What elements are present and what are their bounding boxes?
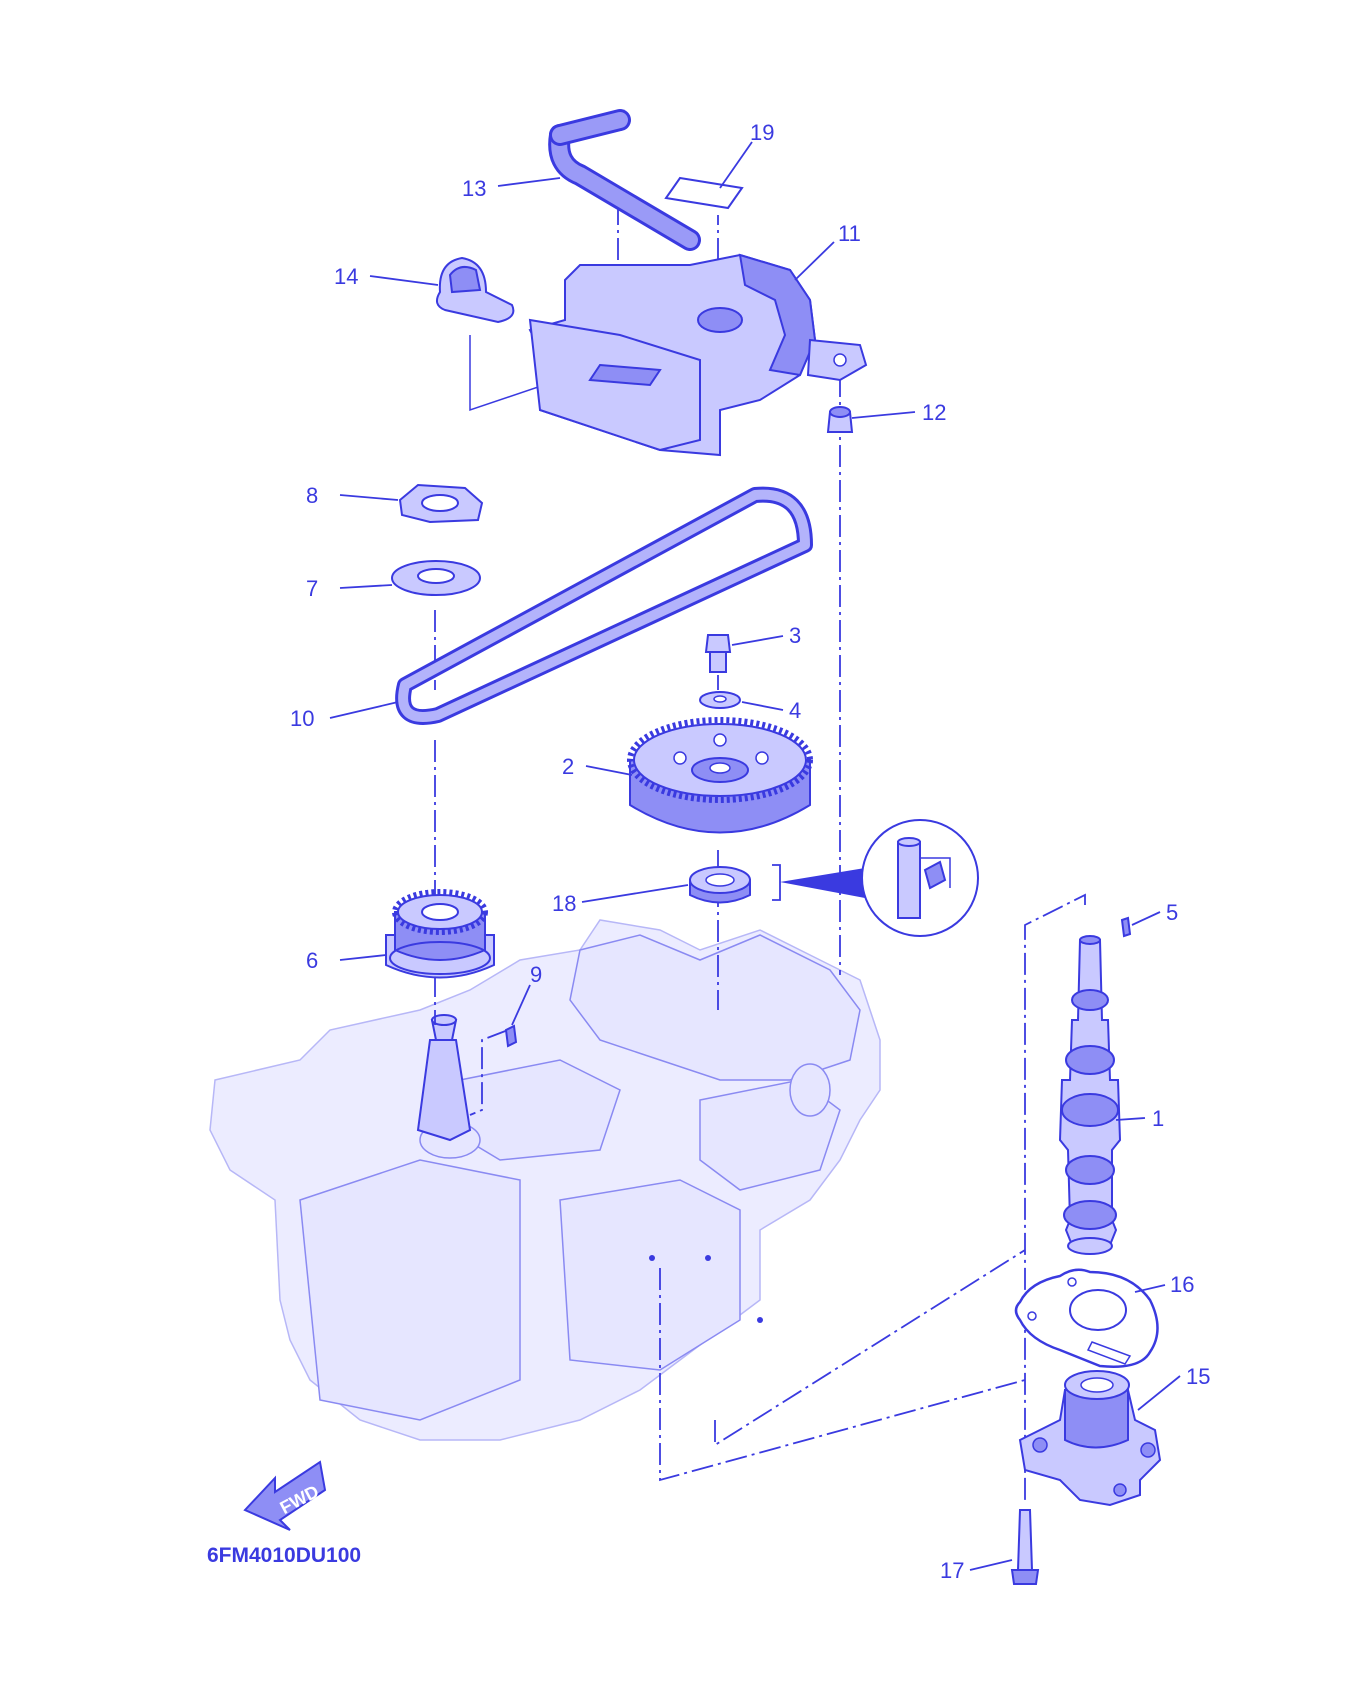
callout-6: 6: [306, 948, 318, 973]
dowel-pin: [1120, 916, 1132, 938]
drive-pulley: [385, 889, 495, 979]
callout-17: 17: [940, 1558, 964, 1583]
washer: [391, 560, 481, 596]
callout-18: 18: [552, 891, 576, 916]
callout-14: 14: [334, 264, 358, 289]
callout-19: 19: [750, 120, 774, 145]
leader-lines: [329, 141, 1181, 1571]
camshaft: [1058, 935, 1122, 1255]
callout-9: 9: [530, 962, 542, 987]
caution-label: [664, 176, 744, 210]
nut: [398, 483, 484, 524]
callout-labels: 1 2 3 4 5 6 7 8 9 10 11 12 13 14 15 16 1…: [290, 120, 1210, 1583]
timing-belt-cover: [528, 253, 868, 457]
drawing-code: 6FM4010DU100: [207, 1544, 361, 1567]
driven-pulley: [627, 717, 813, 834]
pump-bolt: [1010, 1509, 1040, 1585]
hose: [548, 109, 701, 251]
callout-16: 16: [1170, 1272, 1194, 1297]
callout-8: 8: [306, 483, 318, 508]
gasket: [1014, 1268, 1159, 1368]
callout-4: 4: [789, 698, 801, 723]
engine-block: [209, 919, 881, 1441]
callout-12: 12: [922, 400, 946, 425]
bolt: [704, 634, 732, 673]
callout-10: 10: [290, 706, 314, 731]
callout-11: 11: [838, 221, 861, 246]
woodruff-key: [504, 1024, 518, 1048]
timing-belt: [395, 486, 813, 725]
callout-3: 3: [789, 623, 801, 648]
detail-view: [861, 819, 979, 937]
fwd-arrow: FWD: [243, 1460, 327, 1531]
callout-1: 1: [1152, 1106, 1164, 1131]
callout-7: 7: [306, 576, 318, 601]
callout-2: 2: [562, 754, 574, 779]
oil-pump: [1018, 1370, 1162, 1507]
washer-small: [699, 691, 741, 709]
grommet: [435, 256, 515, 324]
collar: [826, 406, 854, 433]
callout-5: 5: [1166, 900, 1178, 925]
callout-15: 15: [1186, 1364, 1210, 1389]
oil-seal: [689, 864, 865, 904]
callout-13: 13: [462, 176, 486, 201]
